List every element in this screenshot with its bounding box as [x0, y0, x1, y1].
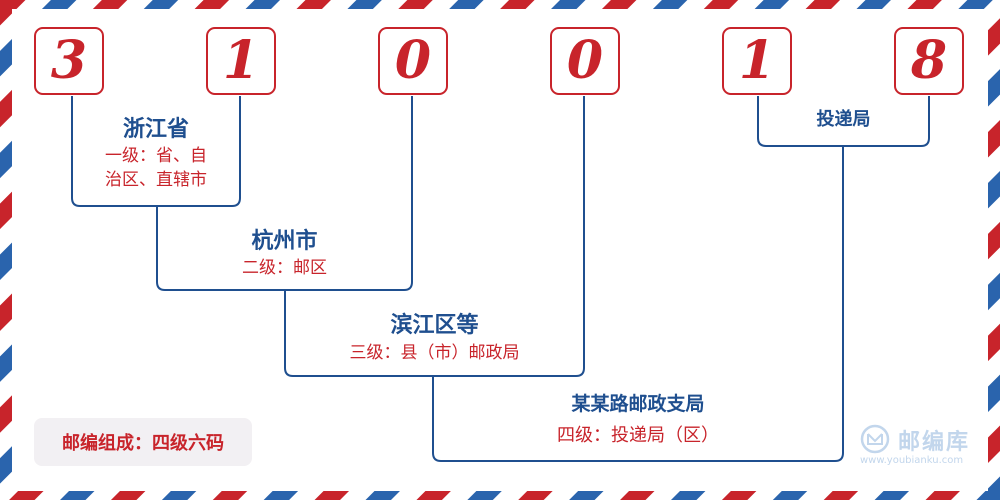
level-3-node: 滨江区等 三级：县（市）邮政局	[287, 310, 582, 366]
postal-digit-4: 0	[550, 27, 620, 95]
level-1-desc-line-1: 一级：省、自	[105, 146, 207, 166]
level-1-title: 浙江省	[122, 116, 189, 142]
delivery-node: 投递局	[760, 106, 927, 134]
level-4-title: 某某路邮政支局	[571, 393, 705, 415]
postal-digit-2: 1	[206, 27, 276, 95]
postal-digit-6: 8	[894, 27, 964, 95]
level-2-node: 杭州市 二级：邮区	[159, 226, 410, 280]
postal-digit-3: 0	[378, 27, 448, 95]
brand-name: 邮编库	[898, 430, 971, 455]
level-4-desc: 四级：投递局（区）	[557, 425, 719, 446]
brand-url: www.youbianku.com	[860, 455, 964, 466]
level-3-title: 滨江区等	[390, 312, 479, 338]
postal-digit-5: 1	[722, 27, 792, 95]
envelope-logo-icon	[860, 424, 890, 454]
delivery-title: 投递局	[816, 109, 871, 130]
connector-lines	[71, 96, 930, 462]
code-structure-legend: 邮编组成：四级六码	[34, 418, 252, 466]
level-4-node: 某某路邮政支局 四级：投递局（区）	[435, 390, 841, 454]
level-2-title: 杭州市	[251, 228, 318, 254]
level-3-desc: 三级：县（市）邮政局	[349, 343, 520, 363]
level-1-desc-line-2: 治区、直辖市	[105, 170, 207, 190]
postal-digit-1: 3	[34, 27, 104, 95]
level-1-node: 浙江省 一级：省、自 治区、直辖市	[74, 114, 238, 192]
level-2-desc: 二级：邮区	[242, 258, 327, 278]
brand-watermark: 邮编库 www.youbianku.com	[860, 424, 980, 468]
